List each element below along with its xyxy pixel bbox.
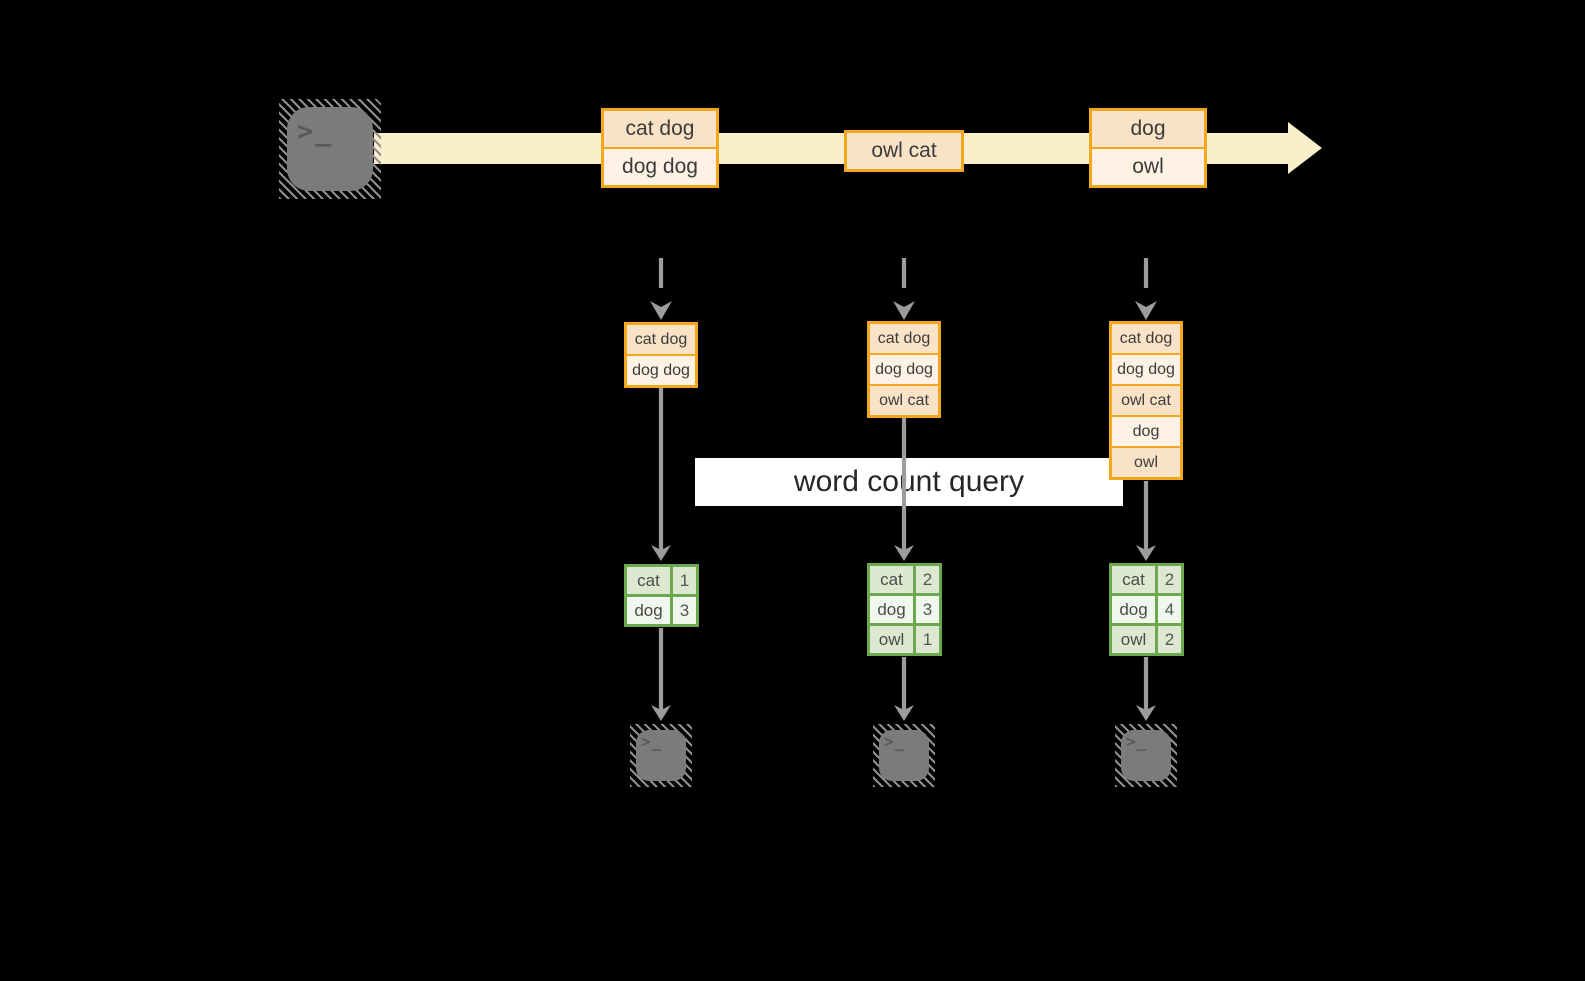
batch-line: owl [1112,448,1180,477]
batch-line: cat dog [1112,324,1180,353]
batch-arrow-dashed [893,258,915,320]
batch-line: owl cat [1112,386,1180,415]
batch-line: dog dog [1112,355,1180,384]
batch-line: cat dog [870,324,938,353]
query-label: word count query [793,465,1025,498]
word-row: cat 2 [870,566,939,593]
count-cell: 3 [673,597,696,624]
word-row: owl 1 [870,626,939,653]
word-cell: dog [870,596,913,623]
terminal-screen [636,730,686,781]
word-row: cat 2 [1112,566,1181,593]
batch-arrow-dashed [650,258,672,320]
batch-line: owl cat [847,133,961,169]
output-arrow [1136,657,1156,721]
batch-line: dog [1092,111,1204,147]
query-arrow [651,388,671,561]
word-count-table-2: cat 2 dog 3 owl 1 [867,563,942,656]
micro-batch-stack-3: cat dog dog dog owl cat dog owl [1109,321,1183,480]
stream-timeline-arrowhead-icon [1288,122,1322,174]
count-cell: 3 [916,596,939,623]
word-count-table-1: cat 1 dog 3 [624,564,699,627]
batch-line: owl [1092,149,1204,185]
word-row: owl 2 [1112,626,1181,653]
batch-arrow-dashed [1135,258,1157,320]
count-cell: 2 [1158,626,1181,653]
prompt-glyph-icon: >_ [884,732,906,751]
word-cell: dog [1112,596,1155,623]
query-band: word count query [695,458,1123,506]
output-terminal-icon-1: >_ [630,724,692,787]
prompt-glyph-icon: >_ [1126,732,1148,751]
word-row: dog 3 [627,597,696,624]
batch-line: cat dog [627,325,695,354]
batch-line: dog dog [604,149,716,185]
query-arrow [1136,481,1156,561]
count-cell: 1 [916,626,939,653]
word-cell: dog [627,597,670,624]
terminal-screen [287,107,373,191]
prompt-glyph-icon: >_ [297,116,334,147]
word-cell: cat [870,566,913,593]
count-cell: 4 [1158,596,1181,623]
prompt-glyph-icon: >_ [641,732,663,751]
source-terminal-icon: >_ [279,99,381,199]
word-row: dog 3 [870,596,939,623]
word-row: dog 4 [1112,596,1181,623]
terminal-screen [1121,730,1171,781]
batch-line: cat dog [604,111,716,147]
stream-batch-box-1: cat dog dog dog [601,108,719,188]
word-cell: cat [627,567,670,594]
count-cell: 2 [916,566,939,593]
word-cell: owl [1112,626,1155,653]
batch-line: owl cat [870,386,938,415]
word-cell: cat [1112,566,1155,593]
batch-line: dog dog [870,355,938,384]
count-cell: 1 [673,567,696,594]
word-count-table-3: cat 2 dog 4 owl 2 [1109,563,1184,656]
micro-batch-stack-2: cat dog dog dog owl cat [867,321,941,418]
output-arrow [894,657,914,721]
micro-batch-stack-1: cat dog dog dog [624,322,698,388]
count-cell: 2 [1158,566,1181,593]
output-terminal-icon-2: >_ [873,724,935,787]
terminal-screen [879,730,929,781]
stream-batch-box-2: owl cat [844,130,964,172]
output-terminal-icon-3: >_ [1115,724,1177,787]
word-cell: owl [870,626,913,653]
batch-line: dog dog [627,356,695,385]
batch-line: dog [1112,417,1180,446]
output-arrow [651,628,671,721]
stream-batch-box-3: dog owl [1089,108,1207,188]
word-row: cat 1 [627,567,696,594]
query-arrow [894,418,914,561]
